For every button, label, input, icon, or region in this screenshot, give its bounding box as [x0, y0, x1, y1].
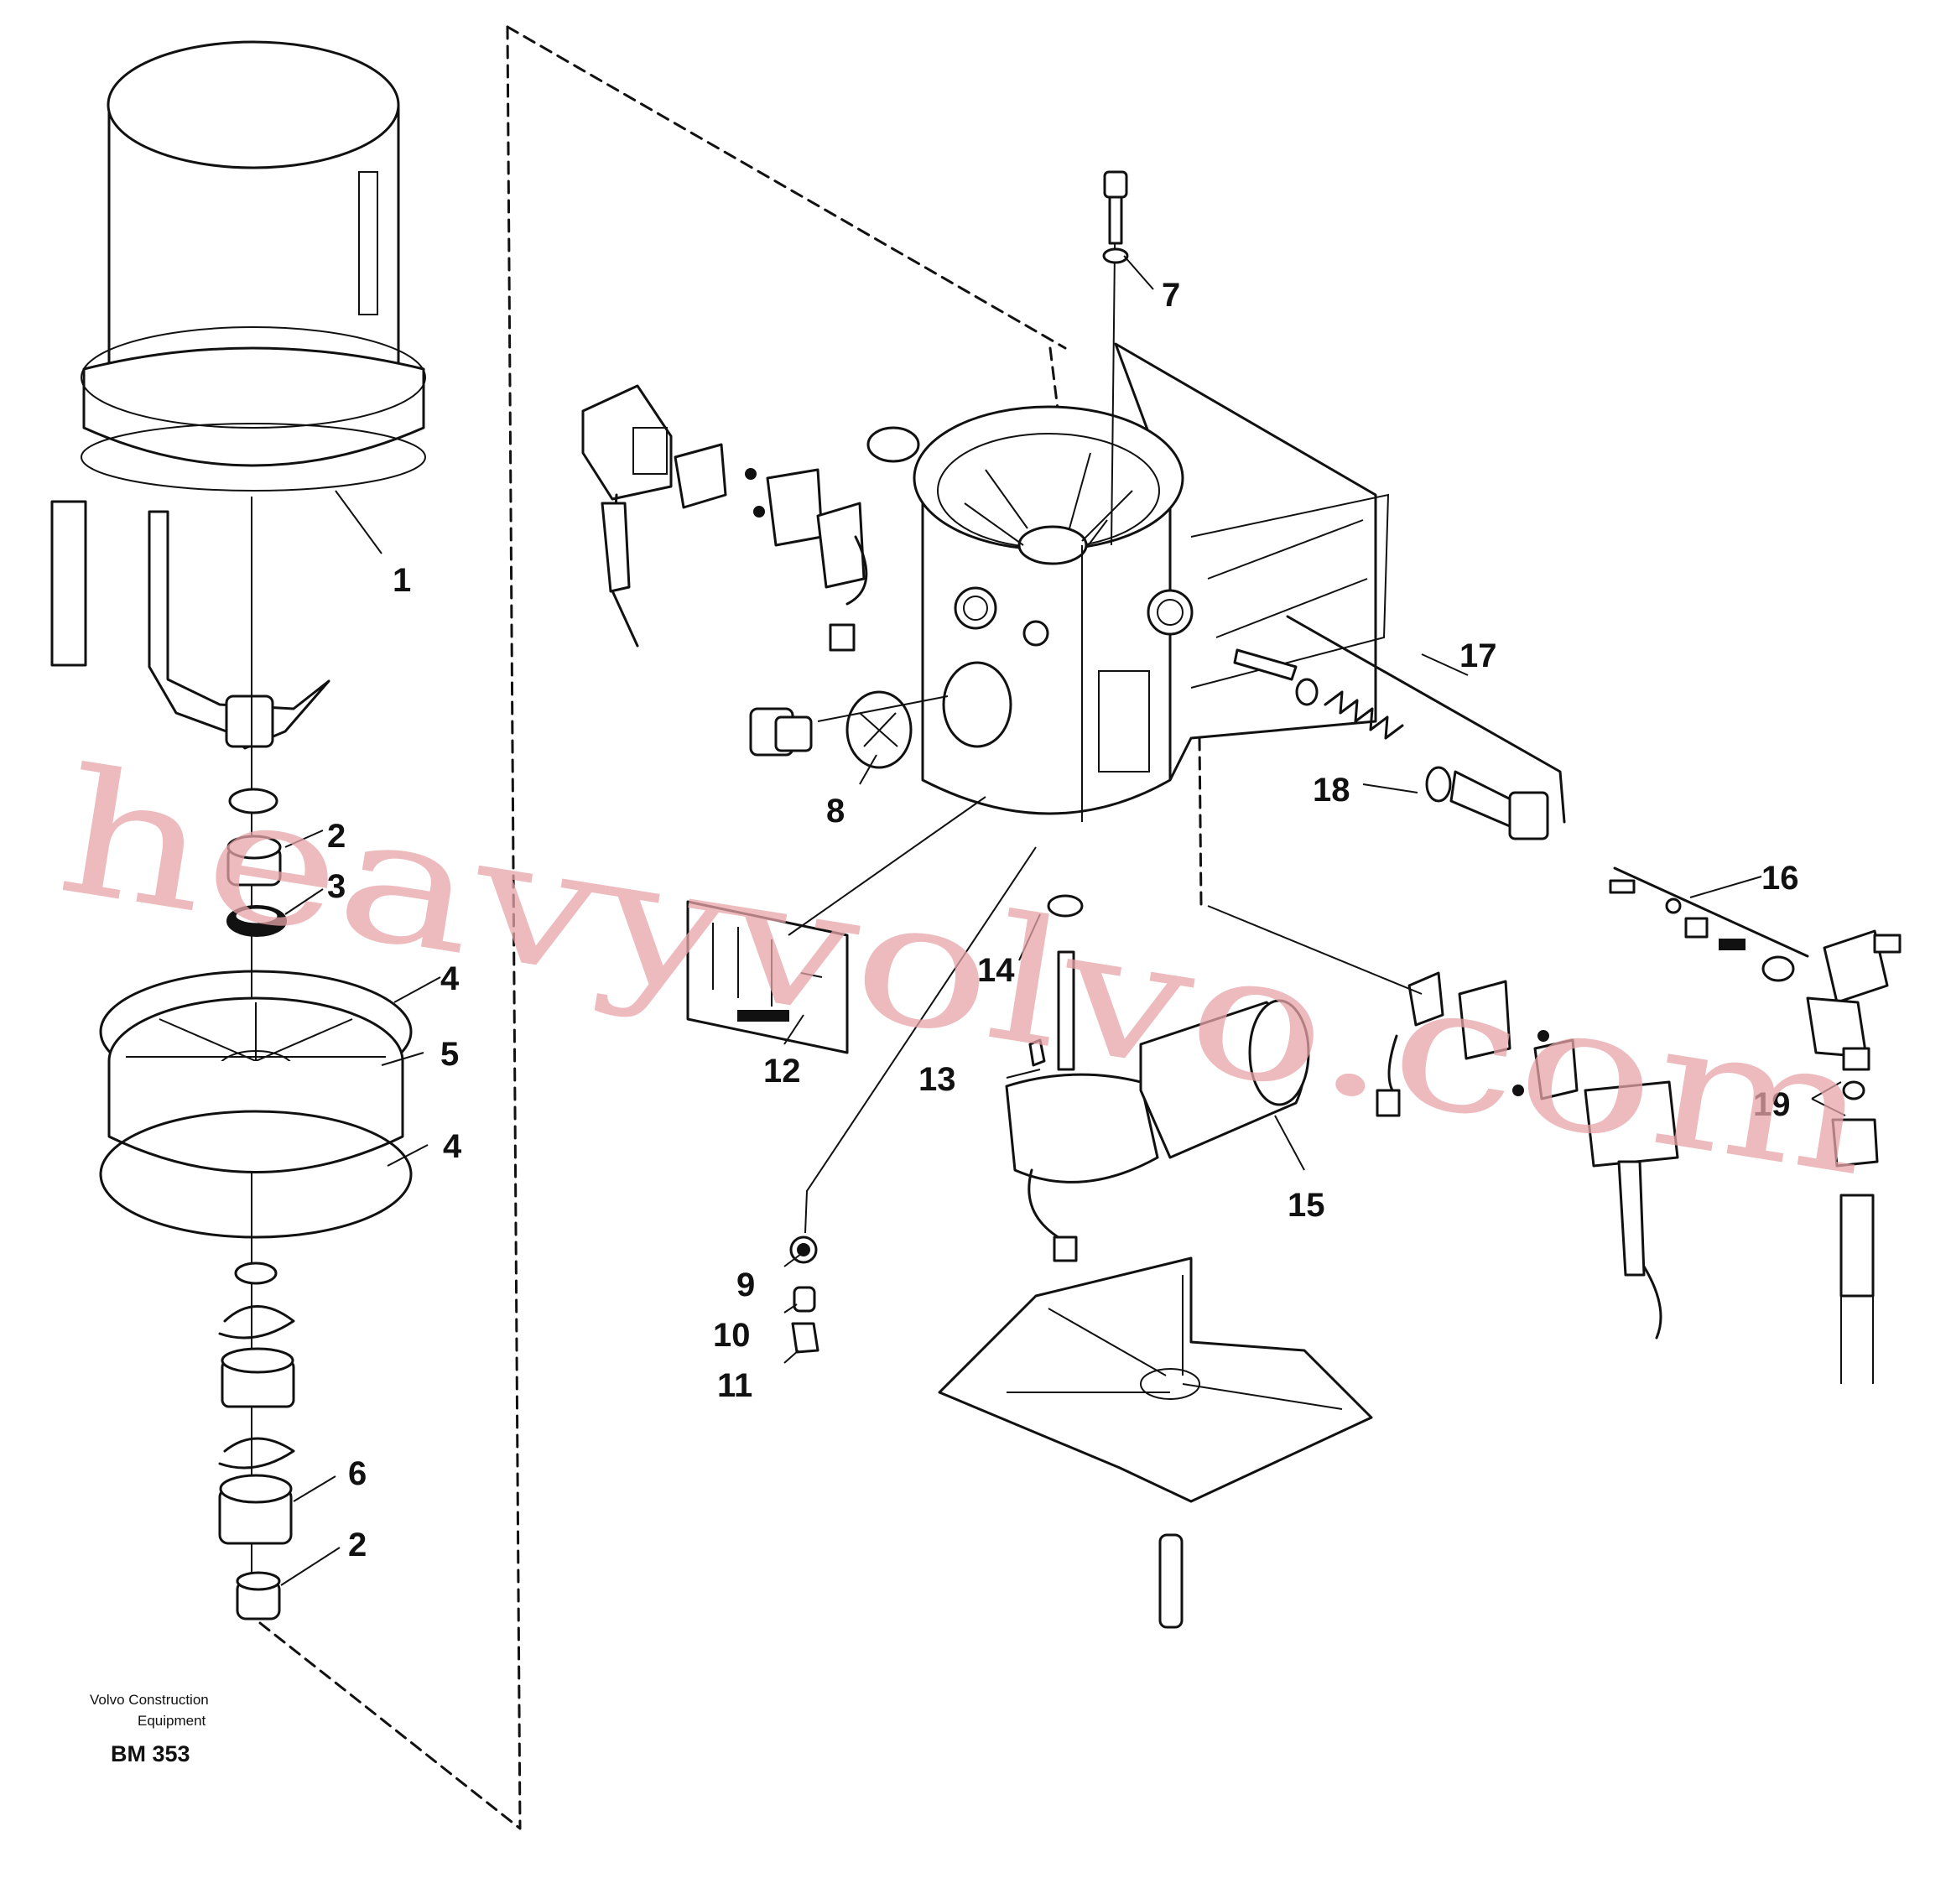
callout-12: 12	[763, 1053, 801, 1090]
bolt-and-washer	[1102, 170, 1129, 264]
small-fittings	[789, 846, 1037, 1354]
pump-housing	[913, 175, 1390, 822]
callout-6: 6	[348, 1455, 367, 1492]
callout-15: 15	[1288, 1187, 1325, 1224]
callout-2b: 2	[348, 1527, 367, 1563]
spring-assembly	[1233, 615, 1566, 840]
diagram-code: BM 353	[111, 1741, 190, 1766]
plug-and-filter	[749, 690, 949, 769]
callout-5: 5	[440, 1036, 459, 1073]
dashed-boundary	[258, 25, 1203, 1830]
callout-4b: 4	[443, 1128, 462, 1165]
right-connector	[1207, 905, 1679, 1340]
left-connector	[581, 384, 920, 652]
callout-7: 7	[1162, 277, 1180, 314]
callout-19: 19	[1753, 1086, 1791, 1123]
callout-3: 3	[327, 868, 346, 905]
callout-17: 17	[1459, 637, 1497, 674]
callout-11: 11	[717, 1367, 752, 1404]
manufacturer-line-1: Volvo Construction	[90, 1692, 209, 1708]
base-plate	[938, 1256, 1373, 1629]
callout-14: 14	[977, 952, 1015, 989]
manufacturer-line-2: Equipment	[138, 1713, 206, 1729]
callout-18: 18	[1313, 772, 1350, 809]
circuit-board	[686, 796, 986, 1054]
callout-9: 9	[736, 1267, 755, 1303]
footer-caption: Volvo Construction Equipment BM 353	[90, 1692, 209, 1766]
callout-13: 13	[918, 1061, 956, 1098]
callout-16: 16	[1761, 860, 1799, 897]
reservoir-assembly	[50, 40, 426, 1620]
callout-1: 1	[393, 562, 411, 599]
callout-2: 2	[327, 818, 346, 855]
valve-assembly	[1609, 866, 1902, 1384]
motor-assembly	[1005, 894, 1310, 1262]
callout-10: 10	[713, 1317, 751, 1354]
callout-8: 8	[826, 793, 845, 830]
callout-labels: 1 2 3 4 5 4 6 2 7 8 9 10 11 12 13 14 15 …	[327, 277, 1799, 1563]
callout-4a: 4	[440, 960, 460, 997]
leader-lines	[280, 255, 1846, 1586]
